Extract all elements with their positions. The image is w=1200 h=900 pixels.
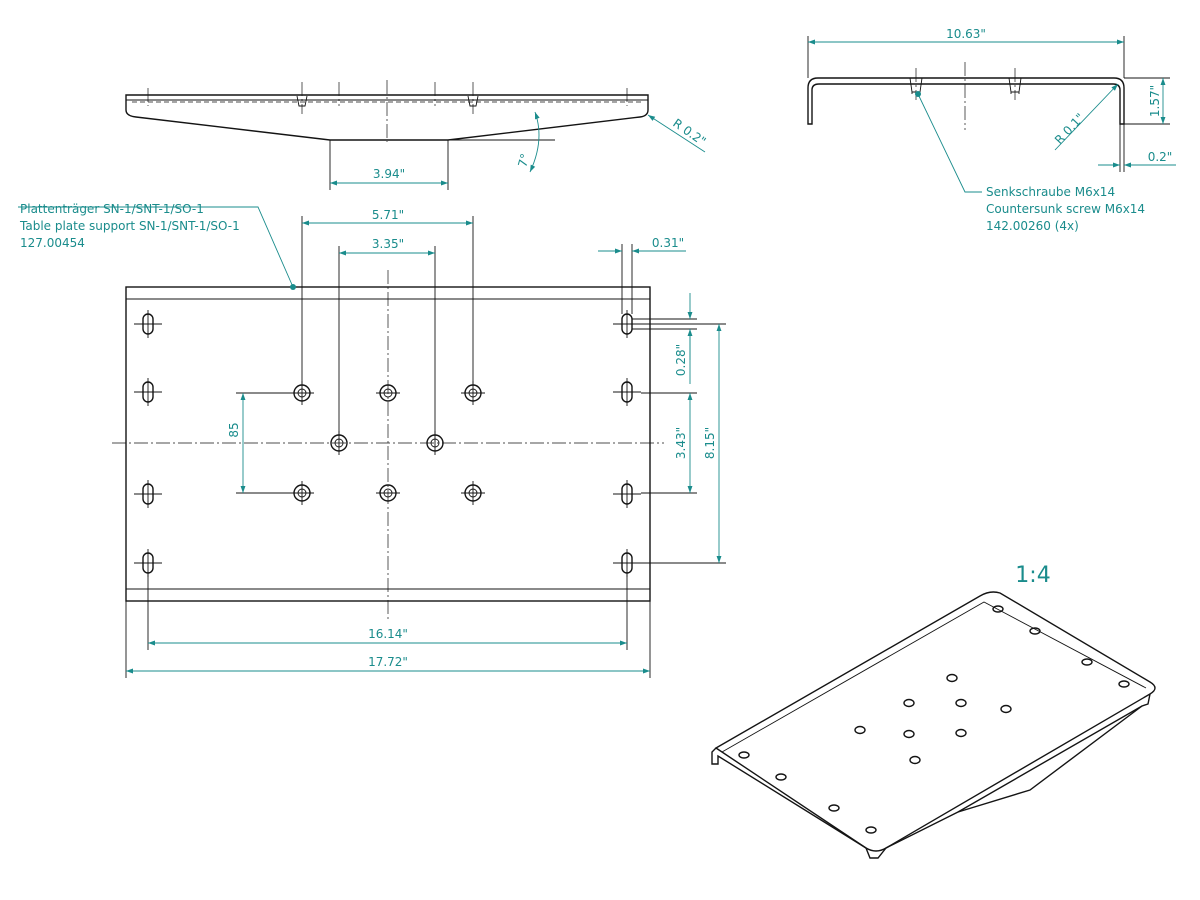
slot	[613, 549, 641, 577]
plate-note-de: Plattenträger SN-1/SNT-1/SO-1	[20, 202, 204, 216]
dim-hole-pitch-mm: 85	[227, 422, 241, 437]
dim-side-height: 1.57"	[1148, 85, 1162, 117]
dim-top-width: 3.94"	[373, 167, 405, 181]
plate-callout-leader	[18, 206, 294, 288]
screw-note-en: Countersunk screw M6x14	[986, 202, 1145, 216]
dim-hole-span-inner: 3.35"	[372, 237, 404, 251]
plate-note-en: Table plate support SN-1/SNT-1/SO-1	[19, 219, 240, 233]
plate-note-part-number: 127.00454	[20, 236, 85, 250]
screw-callout-leader	[917, 93, 982, 193]
dim-slot-offset: 0.28"	[674, 344, 688, 376]
hole	[376, 484, 400, 502]
dim-slot-span-y: 8.15"	[703, 427, 717, 459]
dim-top-radius: R 0.2"	[670, 116, 708, 149]
slot	[613, 480, 641, 508]
top-view-hole-marks	[147, 82, 628, 114]
slot	[613, 310, 641, 338]
screw-note-part-number: 142.00260 (4x)	[986, 219, 1079, 233]
dim-side-thickness: 0.2"	[1148, 150, 1173, 164]
scale-label: 1:4	[1015, 563, 1050, 588]
dim-overall-length: 17.72"	[368, 655, 408, 669]
dim-leader-side-radius	[1054, 83, 1119, 151]
countersink-mark	[467, 95, 479, 107]
dim-top-angle: 7°	[515, 152, 532, 169]
slots	[134, 310, 641, 577]
slot	[134, 549, 162, 577]
slot	[134, 480, 162, 508]
top-edge-view: 3.94" 7° R 0.2"	[125, 80, 708, 190]
dim-side-width: 10.63"	[946, 27, 986, 41]
slot	[613, 378, 641, 406]
iso-front-flange	[711, 747, 867, 849]
plan-view: 5.71" 3.35" 0.31" 0.28" 3.43" 8.15"	[18, 202, 726, 678]
dim-hole-span-outer: 5.71"	[372, 208, 404, 222]
dim-hole-pitch-y: 3.43"	[674, 427, 688, 459]
dim-slot-span-x: 16.14"	[368, 627, 408, 641]
isometric-view: 1:4	[711, 563, 1156, 859]
side-view: 10.63" 1.57" R 0.1" 0.2" Senkschraube M6…	[807, 27, 1176, 233]
iso-plate-top	[714, 591, 1156, 852]
hole	[376, 384, 400, 402]
plate-outline	[125, 286, 651, 602]
slot	[134, 310, 162, 338]
dim-side-radius: R 0.1"	[1052, 111, 1087, 147]
screw-note-de: Senkschraube M6x14	[986, 185, 1115, 199]
iso-corner	[865, 847, 887, 859]
iso-under-taper	[957, 705, 1143, 813]
dim-leader-top-radius	[647, 114, 706, 153]
dim-slot-width: 0.31"	[652, 236, 684, 250]
slot	[134, 378, 162, 406]
iso-holes	[854, 673, 1012, 765]
hole	[461, 481, 485, 505]
dim-arc-angle	[529, 111, 540, 173]
countersink-mark	[296, 95, 308, 107]
iso-slots	[738, 605, 1130, 834]
iso-bend-line	[721, 601, 1147, 753]
